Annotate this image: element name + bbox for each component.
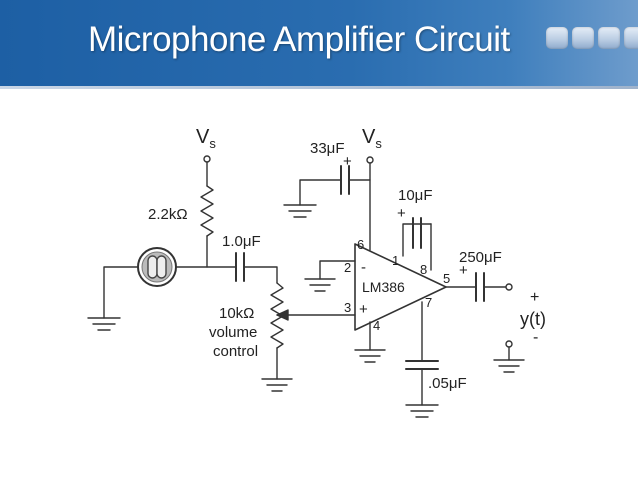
- circuit-diagram: Vs Vs 2.2kΩ 1.0μF 33μF + 10μF + 250μF + …: [87, 126, 546, 418]
- wire-cap-to-pot: [243, 266, 278, 284]
- capacitor-supply-icon: [340, 165, 350, 195]
- wire-pin2-ground: [319, 260, 356, 280]
- opamp-lm386-icon: [354, 243, 447, 331]
- wiper-arrow-icon: [276, 309, 289, 321]
- supply-terminal-left: [203, 155, 211, 163]
- pin1-label: 1: [392, 253, 399, 268]
- wire-supply-cap-ground: [299, 179, 342, 206]
- supply-terminal-right: [366, 156, 374, 164]
- output-terminal-positive: [505, 283, 513, 291]
- capacitor-filter-label: .05μF: [428, 375, 467, 392]
- slide-title: Microphone Amplifier Circuit: [88, 20, 510, 59]
- pin4-label: 4: [373, 318, 380, 333]
- pin7-label: 7: [425, 295, 432, 310]
- output-plus-label: +: [530, 289, 539, 306]
- capacitor-input-icon: [235, 252, 245, 282]
- capacitor-gain-icon: [412, 217, 422, 249]
- amp-noninverting-sign: +: [359, 301, 368, 318]
- decorative-tile-3: [598, 27, 620, 49]
- capacitor-filter-icon: [405, 360, 439, 370]
- capacitor-output-label: 250μF: [459, 249, 502, 266]
- pin6-label: 6: [357, 237, 364, 252]
- pin2-label: 2: [344, 260, 351, 275]
- wire-mic-to-ground: [103, 266, 139, 319]
- capacitor-gain-plus: +: [397, 205, 406, 222]
- banner-stripe: [0, 86, 638, 89]
- ground-pot-icon: [261, 378, 293, 392]
- supply-left-label: Vs: [196, 126, 216, 151]
- resistor-bias-label: 2.2kΩ: [148, 206, 188, 223]
- pot-line2-label: control: [213, 343, 258, 360]
- ground-output-icon: [493, 359, 525, 373]
- amp-inverting-sign: -: [361, 259, 366, 276]
- pin5-label: 5: [443, 271, 450, 286]
- pot-line1-label: volume: [209, 324, 257, 341]
- pin8-label: 8: [420, 262, 427, 277]
- microphone-icon: [137, 247, 177, 287]
- pot-value-label: 10kΩ: [219, 305, 254, 322]
- title-banner: Microphone Amplifier Circuit: [0, 0, 638, 86]
- decorative-tile-4: [624, 27, 638, 49]
- decorative-tile-1: [546, 27, 568, 49]
- capacitor-input-label: 1.0μF: [222, 233, 261, 250]
- resistor-bias-icon: [200, 185, 214, 237]
- supply-right-label: Vs: [362, 126, 382, 151]
- capacitor-output-icon: [475, 272, 485, 302]
- output-minus-label: -: [533, 329, 538, 346]
- ground-pin2-icon: [304, 278, 336, 292]
- capacitor-supply-plus: +: [343, 153, 352, 170]
- ground-pin4-icon: [354, 349, 386, 363]
- wire-pin1-gaincap: [402, 223, 432, 257]
- ground-supply-icon: [283, 204, 317, 218]
- pin3-label: 3: [344, 300, 351, 315]
- capacitor-output-plus: +: [459, 262, 468, 279]
- ground-filter-icon: [405, 404, 439, 418]
- ground-mic-icon: [87, 317, 121, 331]
- capacitor-gain-label: 10μF: [398, 187, 433, 204]
- output-terminal-negative: [505, 340, 513, 348]
- capacitor-supply-label: 33μF: [310, 140, 345, 157]
- amp-label: LM386: [362, 279, 405, 295]
- decorative-tile-2: [572, 27, 594, 49]
- output-signal-label: y(t): [520, 309, 546, 329]
